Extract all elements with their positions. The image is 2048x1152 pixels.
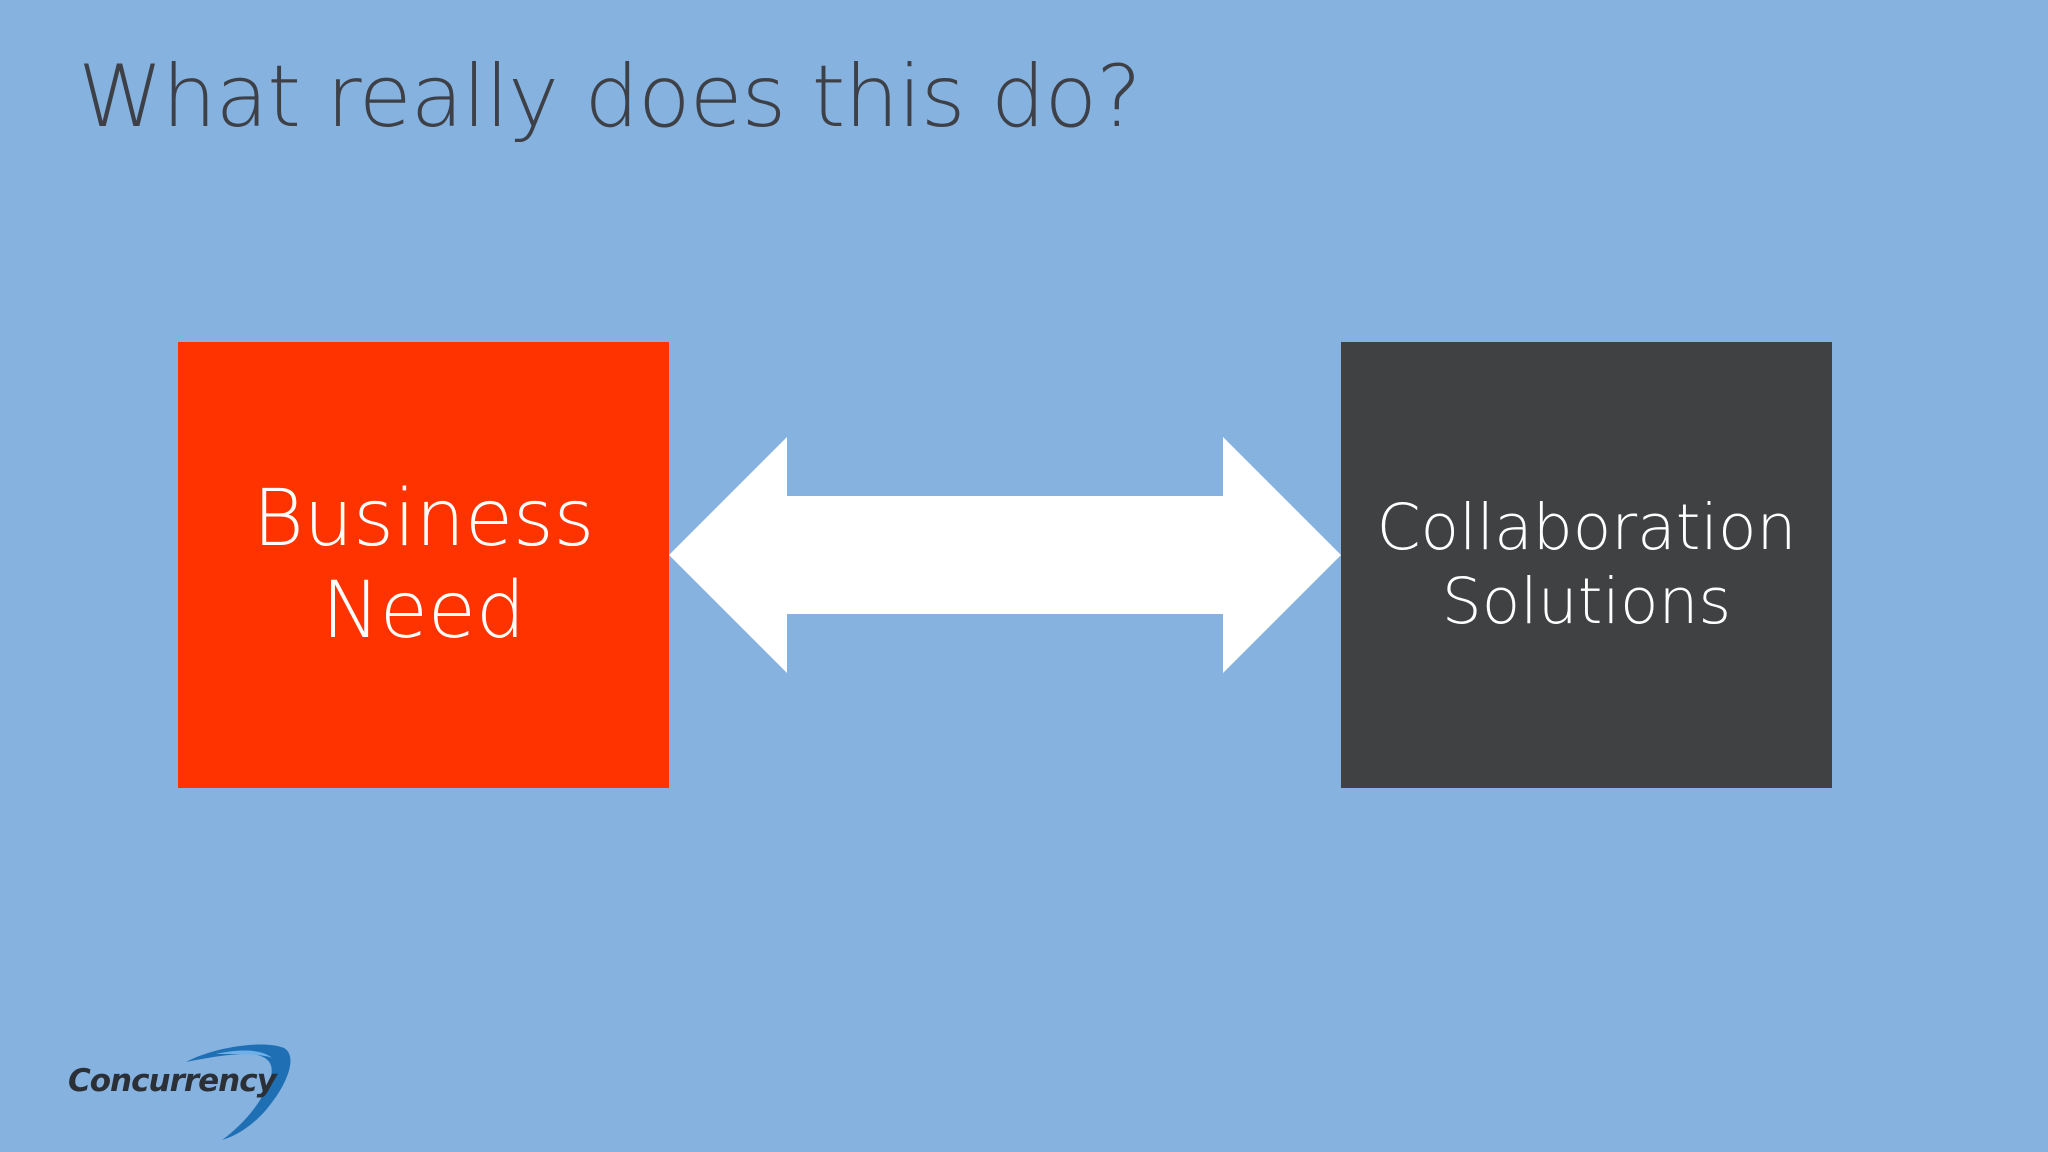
- collaboration-solutions-line-1: Collaboration: [1376, 491, 1797, 564]
- slide-title: What really does this do?: [78, 47, 1142, 147]
- collaboration-solutions-box: Collaboration Solutions: [1341, 342, 1832, 788]
- collaboration-solutions-line-2: Solutions: [1441, 565, 1732, 638]
- business-need-box: Business Need: [178, 342, 669, 788]
- business-need-line-1: Business: [252, 474, 595, 564]
- double-arrow-shape: [669, 437, 1341, 673]
- concurrency-logo: Concurrency: [66, 1040, 296, 1140]
- logo-wordmark: Concurrency: [68, 1063, 277, 1099]
- business-need-label: Business Need: [253, 473, 595, 657]
- logo-swoosh-icon: [186, 1044, 291, 1140]
- double-arrow-icon: [669, 437, 1341, 673]
- business-need-line-2: Need: [321, 566, 526, 656]
- collaboration-solutions-label: Collaboration Solutions: [1377, 491, 1797, 639]
